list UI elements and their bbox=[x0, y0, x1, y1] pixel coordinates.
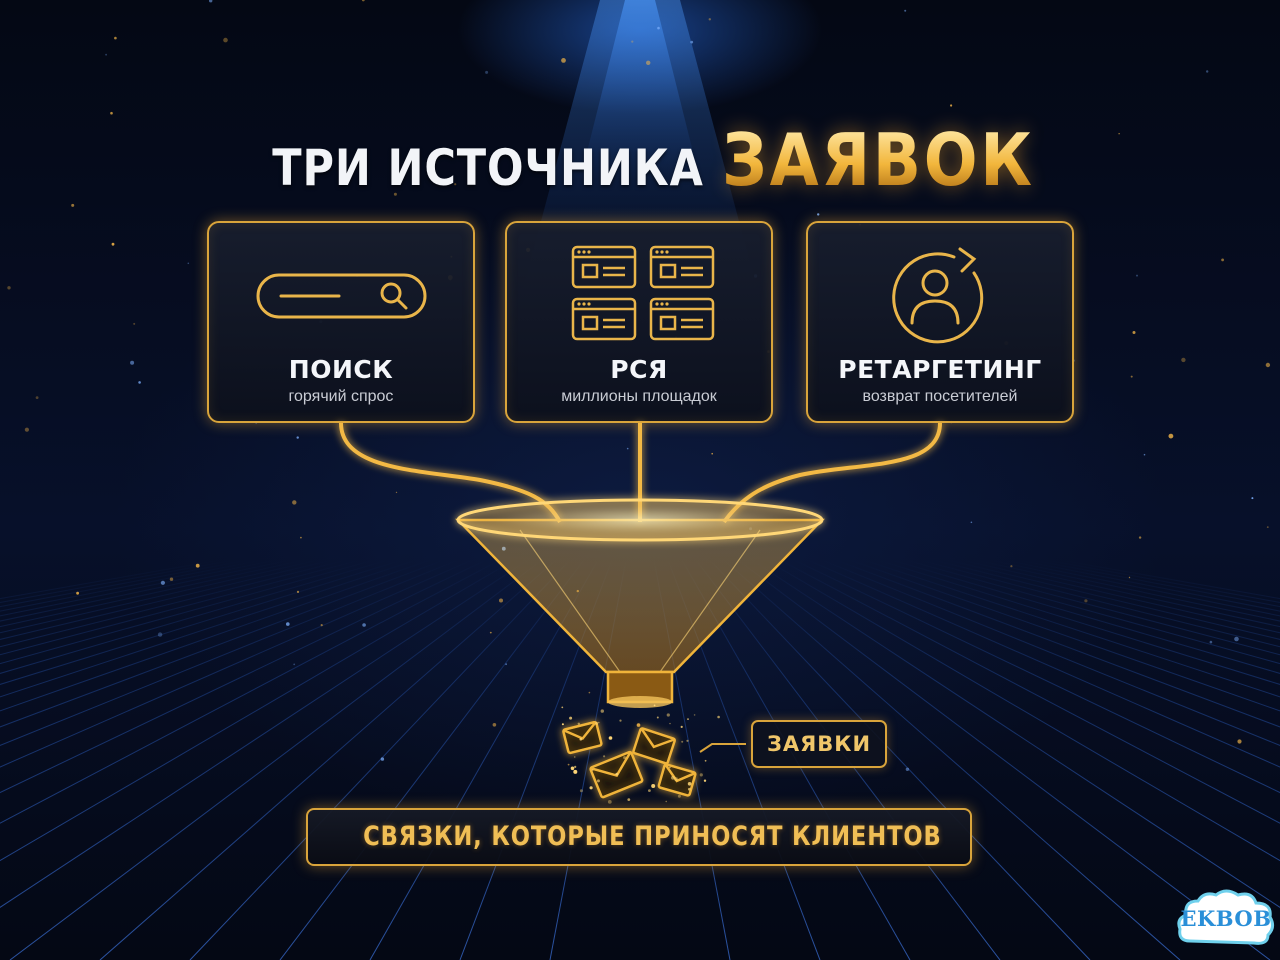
source-card-search: ПОИСК горячий спрос bbox=[207, 221, 475, 423]
search-bar-icon bbox=[256, 273, 427, 319]
watermark-logo: EKBOB bbox=[1176, 887, 1276, 949]
source-subtitle: возврат посетителей bbox=[862, 388, 1018, 405]
envelope-icons bbox=[562, 720, 697, 799]
output-label: ЗАЯВКИ bbox=[751, 720, 887, 768]
source-subtitle: горячий спрос bbox=[288, 388, 394, 405]
bottom-banner: СВЯЗКИ, КОТОРЫЕ ПРИНОСЯТ КЛИЕНТОВ bbox=[306, 808, 972, 866]
watermark-text: EKBOB bbox=[1180, 906, 1272, 931]
headline-white: ТРИ ИСТОЧНИКА bbox=[272, 139, 705, 197]
output-pointer bbox=[699, 743, 746, 753]
source-title: РЕТАРГЕТИНГ bbox=[838, 355, 1042, 384]
source-subtitle: миллионы площадок bbox=[561, 388, 717, 405]
user-return-icon bbox=[892, 247, 984, 344]
headline: ТРИ ИСТОЧНИКА ЗАЯВОК bbox=[0, 118, 1280, 202]
source-card-retargeting: РЕТАРГЕТИНГ возврат посетителей bbox=[806, 221, 1074, 423]
headline-gold: ЗАЯВОК bbox=[722, 118, 1035, 202]
source-card-rsya: РСЯ миллионы площадок bbox=[505, 221, 773, 423]
funnel-icon bbox=[455, 498, 825, 708]
source-title: РСЯ bbox=[610, 355, 668, 384]
banner-text: СВЯЗКИ, КОТОРЫЕ ПРИНОСЯТ КЛИЕНТОВ bbox=[363, 821, 942, 852]
source-title: ПОИСК bbox=[288, 355, 394, 384]
cloud-icon bbox=[1177, 889, 1275, 945]
ad-network-windows-icon bbox=[571, 245, 715, 341]
